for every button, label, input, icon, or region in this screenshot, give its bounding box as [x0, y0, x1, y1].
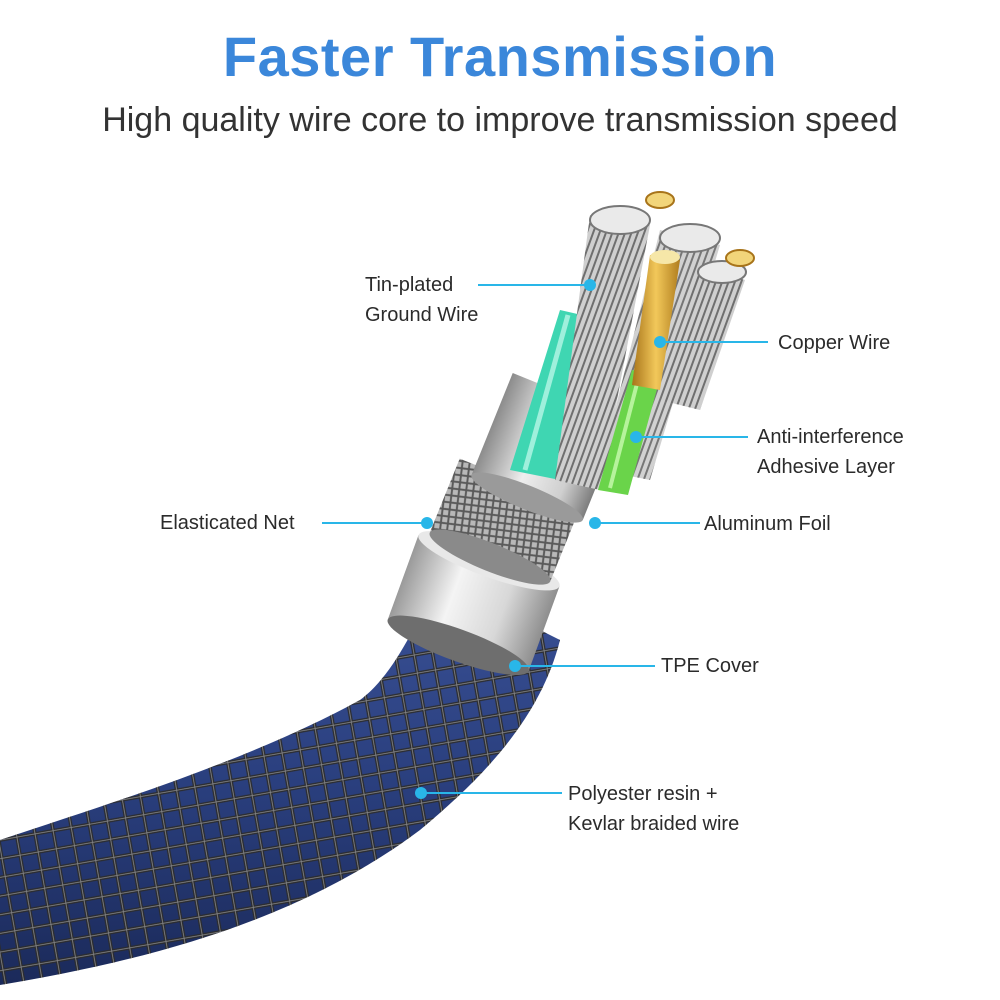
callout-elasticated-net: Elasticated Net: [160, 508, 295, 538]
callout-text-line2: Ground Wire: [365, 304, 479, 326]
callout-text-line2: Kevlar braided wire: [568, 813, 740, 835]
page-title: Faster Transmission: [222, 25, 778, 88]
callout-tin-plated-ground-wire: Tin-plated Ground Wire: [365, 270, 478, 330]
callout-text-line1: Polyester resin +: [568, 783, 718, 805]
callout-text-line1: Tin-plated: [365, 274, 454, 296]
callout-text-line2: Adhesive Layer: [757, 456, 895, 478]
callout-copper-wire: Copper Wire: [778, 328, 890, 358]
callout-text-line1: Aluminum Foil: [704, 513, 831, 535]
callout-anti-interference-adhesive-layer: Anti-interference Adhesive Layer: [757, 422, 904, 482]
page-subtitle: High quality wire core to improve transm…: [102, 101, 898, 139]
braided-cable-body: [0, 580, 560, 985]
elasticated-net-layer: [429, 458, 581, 585]
callout-text-line1: TPE Cover: [661, 655, 759, 677]
callout-lines: [322, 279, 768, 799]
callout-polyester-kevlar-braid: Polyester resin + Kevlar braided wire: [568, 779, 739, 839]
callout-tpe-cover: TPE Cover: [661, 651, 759, 681]
callout-text-line1: Elasticated Net: [160, 512, 295, 534]
inner-wires: [510, 191, 755, 495]
callout-text-line1: Anti-interference: [757, 426, 904, 448]
callout-aluminum-foil: Aluminum Foil: [704, 509, 831, 539]
callout-text-line1: Copper Wire: [778, 332, 891, 354]
